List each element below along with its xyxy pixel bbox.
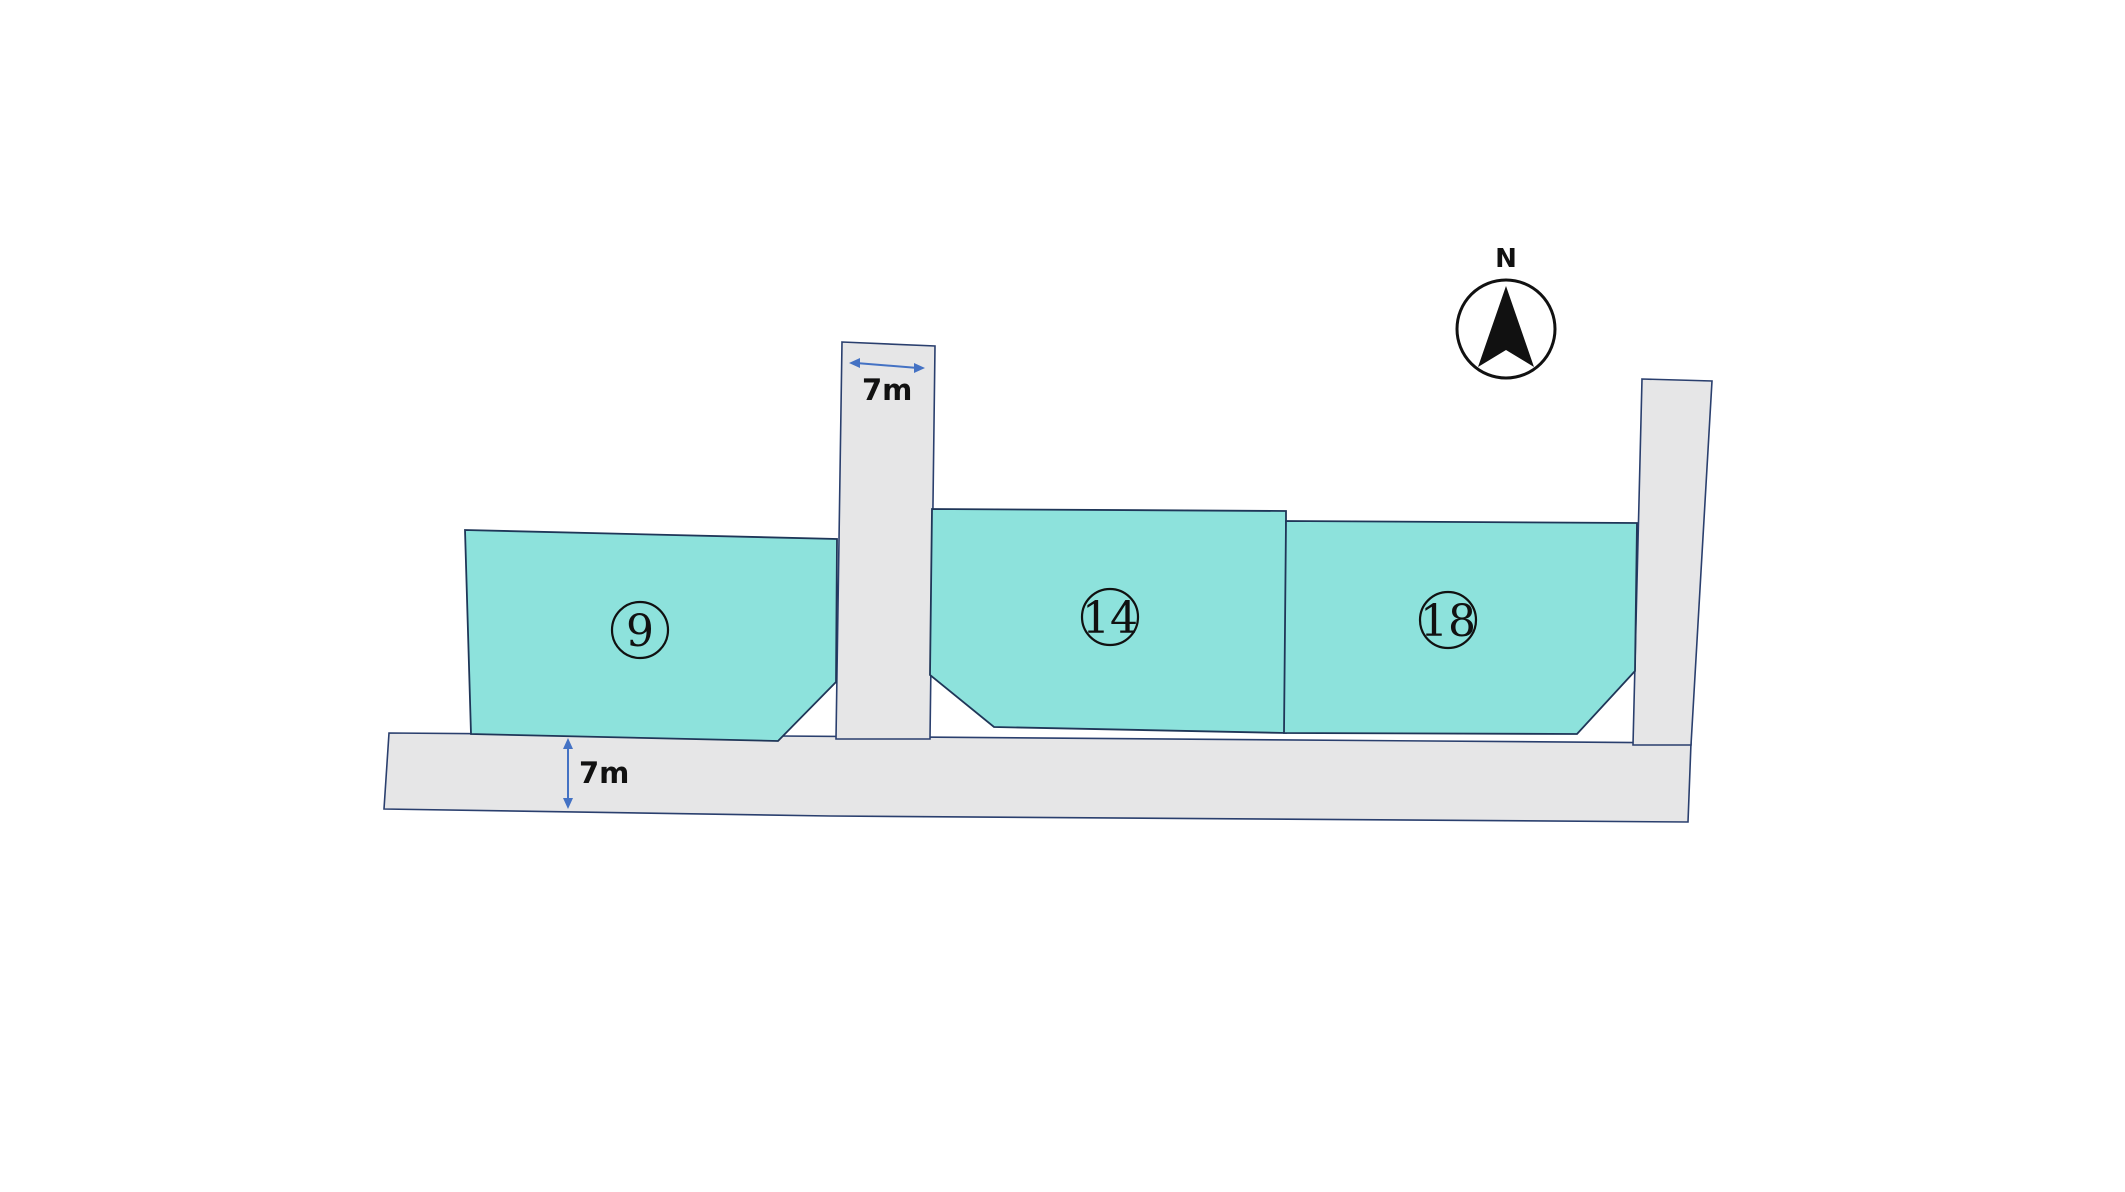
north-compass: N xyxy=(1455,244,1557,380)
lot-18-ring xyxy=(1418,590,1478,650)
dimension-top-arrowhead-left xyxy=(849,358,860,368)
dimension-top-label: 7m xyxy=(862,373,912,407)
lot-9-parcel xyxy=(464,529,838,742)
road-spur-center xyxy=(835,341,936,740)
dimension-bottom: 7m xyxy=(563,738,629,809)
lot-18-parcel xyxy=(1283,520,1638,735)
dimension-bottom-arrowhead-bottom xyxy=(563,798,573,809)
lot-14-ring xyxy=(1080,587,1140,647)
dimension-bottom-arrowhead-top xyxy=(563,738,573,749)
lot-14-label: 14 xyxy=(1082,593,1138,644)
north-label: N xyxy=(1495,244,1517,274)
road-spur-right xyxy=(1632,378,1713,746)
road-horizontal xyxy=(383,732,1692,823)
lot-18[interactable]: 18 xyxy=(1283,520,1638,735)
north-arrow-icon xyxy=(1478,286,1534,367)
dimension-top-arrow xyxy=(855,362,919,369)
lot-9-label: 9 xyxy=(626,606,654,657)
lot-18-label: 18 xyxy=(1420,596,1476,647)
lot-14-parcel xyxy=(929,508,1287,734)
dimension-top: 7m xyxy=(849,358,925,407)
dimension-top-arrowhead-right xyxy=(914,363,925,373)
lot-9[interactable]: 9 xyxy=(464,529,838,742)
dimension-bottom-label: 7m xyxy=(579,756,629,790)
compass-ring xyxy=(1455,278,1557,380)
lot-14[interactable]: 14 xyxy=(929,508,1287,734)
lot-9-ring xyxy=(610,600,670,660)
